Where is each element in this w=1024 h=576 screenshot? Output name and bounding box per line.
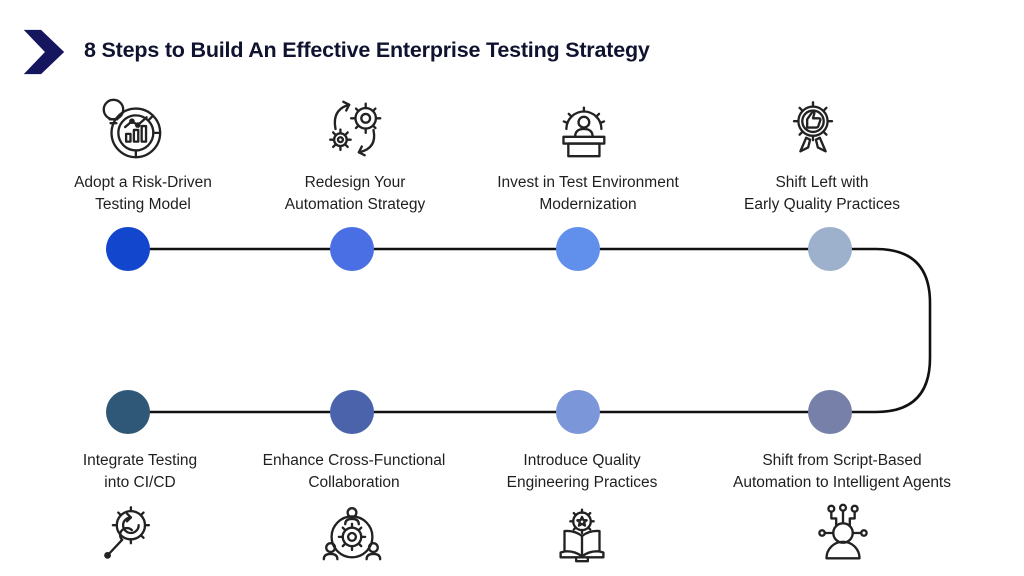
step-3-label: Invest in Test Environment Modernization [497,174,679,213]
intelligent-agent-person-icon [808,498,878,568]
step-7-label: Introduce Quality Engineering Practices [506,452,658,491]
header: 8 Steps to Build An Effective Enterprise… [0,0,1024,84]
quality-badge-thumbs-up-icon [778,94,848,164]
book-quality-badge-icon [547,498,617,568]
step-1-label: Adopt a Risk-Driven Testing Model [74,174,212,213]
cicd-wrench-gear-icon [92,498,162,568]
page-title: 8 Steps to Build An Effective Enterprise… [84,38,650,62]
step-4-node [808,227,852,271]
chevron-right-icon [23,29,65,75]
step-4-label: Shift Left with Early Quality Practices [744,174,900,213]
step-7-node [556,390,600,434]
step-5-node [106,390,150,434]
step-1-node [106,227,150,271]
step-6-node [330,390,374,434]
test-environment-desk-icon [545,94,615,164]
step-3-node [556,227,600,271]
automation-gears-cycle-icon [320,94,390,164]
step-5-label: Integrate Testing into CI/CD [82,452,198,491]
step-8-node [808,390,852,434]
risk-driven-chart-icon [95,94,165,164]
step-2-node [330,227,374,271]
step-2-label: Redesign Your Automation Strategy [284,174,426,213]
step-6-label: Enhance Cross-Functional Collaboration [262,452,446,491]
step-8-label: Shift from Script-Based Automation to In… [732,452,951,491]
collaboration-team-gear-icon [317,498,387,568]
